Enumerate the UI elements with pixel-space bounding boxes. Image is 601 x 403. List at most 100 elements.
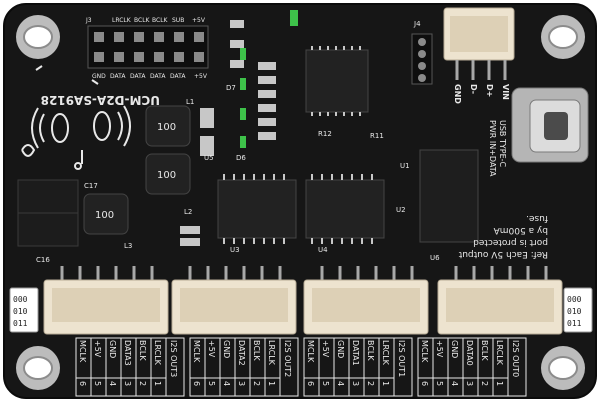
- smd-parts: [180, 20, 276, 246]
- usb-pin-label: D+: [485, 84, 494, 97]
- pin-label: MCLK: [192, 340, 201, 363]
- pin-label-table-out1: MCLK +5V GND DATA1 BCLK LRCLK I2S OUT1 6…: [303, 337, 413, 397]
- pin-number: 6: [306, 381, 315, 386]
- pin-label: +5V: [435, 340, 444, 358]
- header-label: +5V: [192, 17, 206, 24]
- pin-number: 6: [420, 381, 429, 386]
- connector-title: I2S OUT3: [169, 340, 178, 377]
- component-label: R12: [318, 130, 332, 138]
- header-label: DATA: [110, 73, 126, 80]
- usb-pin-label: VIN: [501, 84, 510, 100]
- i2s-out0-connector[interactable]: [437, 266, 563, 335]
- pin-label: GND: [222, 340, 231, 358]
- pin-label: +5V: [321, 340, 330, 358]
- pin-number: 5: [93, 381, 102, 386]
- pin-label: DATA1: [351, 340, 360, 366]
- connector-title: I2S OUT1: [397, 340, 406, 377]
- amplifier-chip-left: [217, 174, 297, 244]
- mcu-chip: [305, 46, 369, 116]
- pin-number: 5: [207, 381, 216, 386]
- pin-label: DATA2: [237, 340, 246, 366]
- pin-header-j3: [87, 25, 209, 69]
- pin-label: MCLK: [78, 340, 87, 363]
- component-label: U1: [400, 162, 410, 170]
- pin-label-table-out3: MCLK +5V GND DATA3 BCLK LRCLK I2S OUT3 6…: [75, 337, 185, 397]
- pin-header-j4: [411, 33, 433, 85]
- pin-number: 4: [222, 381, 231, 386]
- pin-label: BCLK: [366, 340, 375, 361]
- dip-selector-left[interactable]: 000 010 011: [9, 287, 39, 333]
- connector-title: I2S OUT2: [283, 340, 292, 377]
- inductor-l2: 100: [145, 153, 191, 195]
- pin-number: 4: [108, 381, 117, 386]
- inductor-marking: 100: [157, 170, 176, 181]
- dip-row: 000: [567, 295, 582, 304]
- dip-selector-right[interactable]: 000 010 011: [563, 287, 593, 333]
- i2s-out1-connector[interactable]: [303, 266, 429, 335]
- speaker-artwork: [21, 65, 131, 170]
- component-label: L2: [184, 208, 192, 216]
- pin-label: LRCLK: [495, 340, 504, 366]
- pin-number: 3: [123, 381, 132, 386]
- pin-label: MCLK: [306, 340, 315, 363]
- mounting-hole-bottom-left: [16, 346, 60, 390]
- component-label: C16: [36, 256, 50, 264]
- component-label: D6: [236, 154, 246, 162]
- inductor-l1: 100: [145, 105, 191, 147]
- mounting-hole-bottom-right: [541, 346, 585, 390]
- pin-number: 2: [138, 381, 147, 386]
- usb-pin-label: D-: [469, 84, 478, 94]
- header-label: +5V: [194, 73, 208, 80]
- mounting-hole-top-right: [541, 15, 585, 59]
- pin-number: 6: [78, 381, 87, 386]
- pin-label: +5V: [93, 340, 102, 358]
- board-model-label: UCM-D2A-SA9128: [41, 93, 160, 107]
- pin-label-table-out0: MCLK +5V GND DATA0 BCLK LRCLK I2S OUT0 6…: [417, 337, 527, 397]
- usb-type-c-port: [511, 87, 589, 163]
- pin-number: 4: [336, 381, 345, 386]
- header-label: BCLK: [134, 17, 151, 24]
- pin-label: GND: [450, 340, 459, 358]
- pin-number: 6: [192, 381, 201, 386]
- usb-label: PWR IN+DATA: [488, 120, 497, 177]
- header-label: LRCLK: [112, 17, 132, 24]
- pin-label: LRCLK: [267, 340, 276, 366]
- usb-label: USB TYPE-C: [498, 120, 507, 168]
- header-label: DATA: [130, 73, 146, 80]
- header-label: BCLK: [152, 17, 169, 24]
- i2s-out3-connector[interactable]: [43, 266, 169, 335]
- pin-number: 2: [480, 381, 489, 386]
- pin-number: 5: [435, 381, 444, 386]
- header-label: DATA: [150, 73, 166, 80]
- pin-number: 3: [351, 381, 360, 386]
- header-label: SUB: [172, 17, 184, 24]
- fuse-note-line: fuse.: [526, 213, 548, 223]
- usb-pin-label: GND: [453, 84, 462, 104]
- pin-label-table-out2: MCLK +5V GND DATA2 BCLK LRCLK I2S OUT2 6…: [189, 337, 299, 397]
- inductor-l3: 100: [83, 193, 129, 235]
- pin-label: LRCLK: [153, 340, 162, 366]
- component-label: D7: [226, 84, 236, 92]
- header-label: J3: [85, 17, 92, 24]
- pin-label: BCLK: [252, 340, 261, 361]
- component-label: U3: [230, 246, 240, 254]
- pin-number: 2: [252, 381, 261, 386]
- amplifier-chip-right: [305, 174, 385, 244]
- dip-row: 000: [13, 295, 28, 304]
- pin-number: 1: [495, 381, 504, 386]
- status-leds: [240, 10, 298, 148]
- pin-label: DATA0: [465, 340, 474, 366]
- i2s-out2-connector[interactable]: [171, 266, 297, 335]
- pin-label: GND: [336, 340, 345, 358]
- header-label: GND: [92, 73, 106, 80]
- inductor-marking: 100: [95, 210, 114, 221]
- header-labels: J3 LRCLK BCLK BCLK SUB +5V GND DATA DATA…: [85, 17, 208, 80]
- pin-label: BCLK: [138, 340, 147, 361]
- pin-label: DATA3: [123, 340, 132, 366]
- pin-number: 4: [450, 381, 459, 386]
- pin-label: +5V: [207, 340, 216, 358]
- header-label: DATA: [170, 73, 186, 80]
- pin-number: 5: [321, 381, 330, 386]
- fuse-note-line: Ref: Each 5V output: [458, 249, 548, 259]
